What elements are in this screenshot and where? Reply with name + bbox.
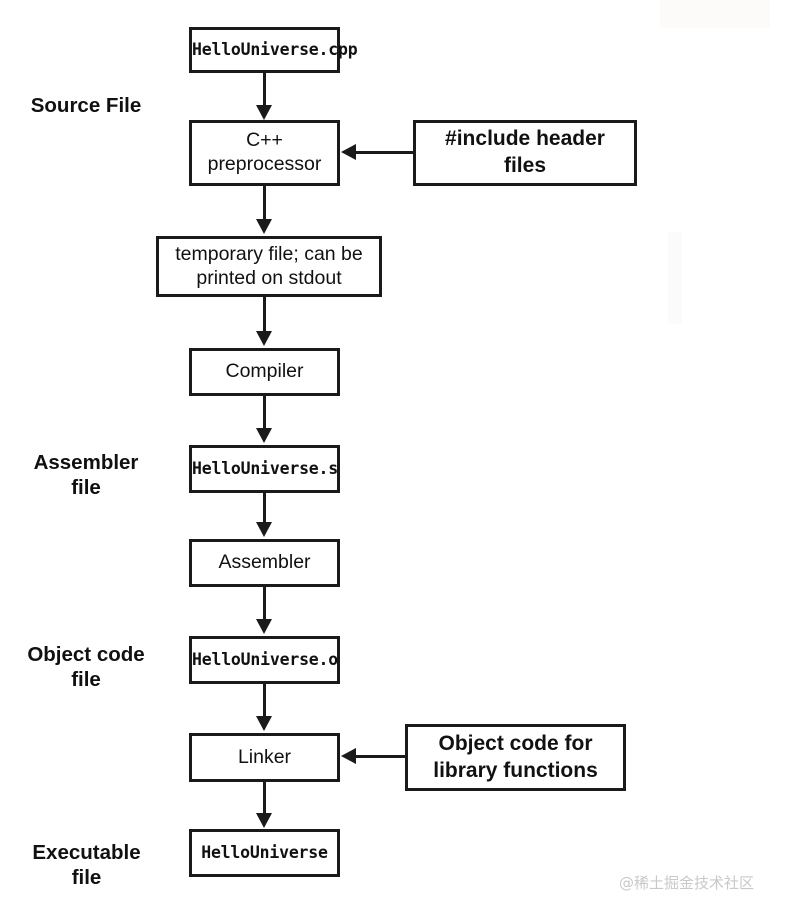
scan-smudge-right xyxy=(668,232,682,324)
connector-library-to-linker xyxy=(355,755,405,758)
connector-tempfile-to-compiler xyxy=(263,296,266,333)
arrowhead-linker-to-executable xyxy=(256,813,272,828)
connector-linker-to-executable xyxy=(263,781,266,815)
scan-smudge-top xyxy=(660,0,770,28)
site-watermark: @稀土掘金技术社区 xyxy=(619,874,755,892)
arrowhead-include-to-preprocessor xyxy=(341,144,356,160)
node-compiler-label: Compiler xyxy=(225,360,304,383)
arrowhead-compiler-to-assembler-file xyxy=(256,428,272,443)
node-include-headers-label: #include header files xyxy=(445,127,605,177)
node-temporary-file-label: temporary file; can be printed on stdout xyxy=(175,242,363,289)
connector-source-to-preprocessor xyxy=(263,72,266,108)
node-executable-file-label: HelloUniverse xyxy=(201,842,328,862)
connector-compiler-to-assembler-file xyxy=(263,395,266,431)
arrowhead-tempfile-to-compiler xyxy=(256,331,272,346)
connector-assembler-to-object-file xyxy=(263,586,266,621)
connector-assembler-file-to-assembler xyxy=(263,492,266,526)
caption-object-code-file: Object code file xyxy=(27,643,145,691)
arrowhead-preprocessor-to-tempfile xyxy=(256,219,272,234)
connector-include-to-preprocessor xyxy=(355,151,413,154)
node-assembler-label: Assembler xyxy=(218,551,311,574)
caption-executable-file: Executable file xyxy=(32,841,141,889)
node-library-object-code[interactable]: Object code for library functions xyxy=(405,724,626,791)
node-executable-file[interactable]: HelloUniverse xyxy=(189,829,340,877)
arrowhead-source-to-preprocessor xyxy=(256,105,272,120)
caption-source-file: Source File xyxy=(30,94,142,117)
arrowhead-assembler-file-to-assembler xyxy=(256,522,272,537)
node-assembler-file[interactable]: HelloUniverse.s xyxy=(189,445,340,493)
arrowhead-object-file-to-linker xyxy=(256,716,272,731)
node-preprocessor[interactable]: C++ preprocessor xyxy=(189,120,340,186)
connector-preprocessor-to-tempfile xyxy=(263,185,266,222)
node-temporary-file[interactable]: temporary file; can be printed on stdout xyxy=(156,236,382,297)
node-assembler-file-label: HelloUniverse.s xyxy=(192,458,339,478)
node-preprocessor-label: C++ preprocessor xyxy=(207,129,322,175)
node-linker-label: Linker xyxy=(237,745,292,768)
node-library-object-code-label: Object code for library functions xyxy=(433,731,598,782)
node-source-file[interactable]: HelloUniverse.cpp xyxy=(189,27,358,73)
node-linker[interactable]: Linker xyxy=(189,733,340,782)
node-object-file[interactable]: HelloUniverse.o xyxy=(189,636,340,684)
node-compiler[interactable]: Compiler xyxy=(189,348,340,396)
connector-object-file-to-linker xyxy=(263,683,266,717)
node-include-headers[interactable]: #include header files xyxy=(413,120,637,186)
arrowhead-assembler-to-object-file xyxy=(256,619,272,634)
caption-assembler-file: Assembler file xyxy=(33,451,139,499)
node-assembler[interactable]: Assembler xyxy=(189,539,340,587)
node-source-file-label: HelloUniverse.cpp xyxy=(192,39,358,59)
arrowhead-library-to-linker xyxy=(341,748,356,764)
node-object-file-label: HelloUniverse.o xyxy=(192,649,339,669)
